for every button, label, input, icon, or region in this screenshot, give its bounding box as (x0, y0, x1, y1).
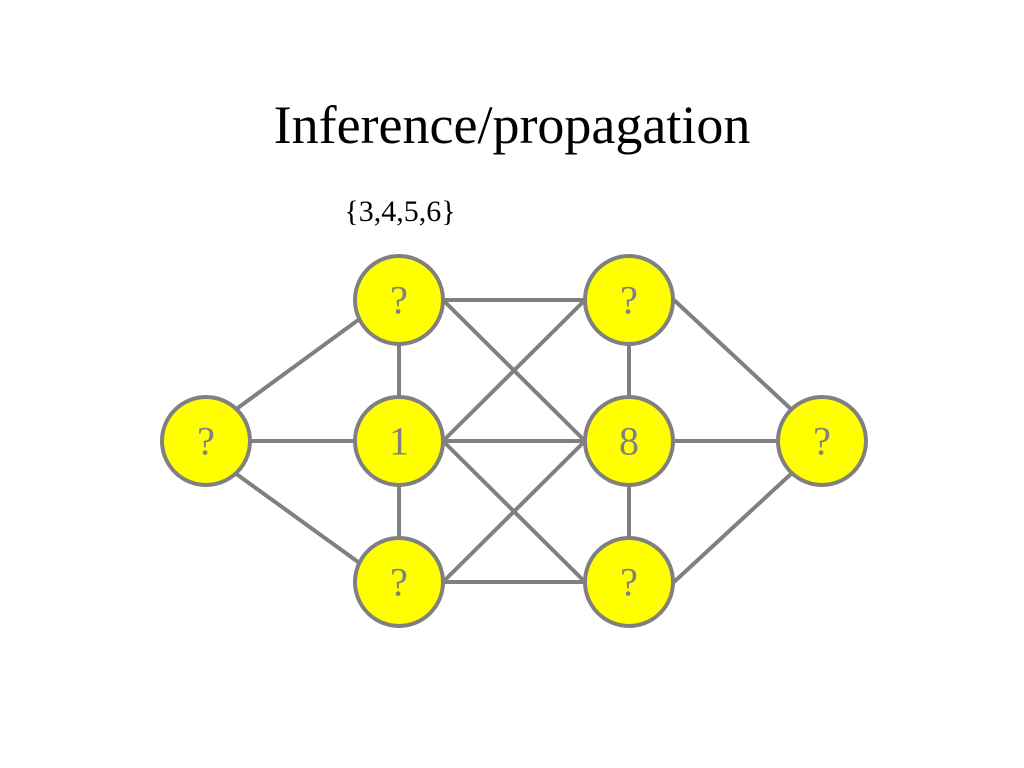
node-right-center: 8 (583, 395, 675, 487)
domain-annotation: {3,4,5,6} (344, 195, 456, 228)
edge-mid-bottom-to-right-center (441, 439, 587, 584)
node-left-circle (160, 395, 252, 487)
node-right-bottom-circle (583, 536, 675, 628)
node-left-label: ? (197, 419, 215, 464)
node-mid-center: 1 (353, 395, 445, 487)
node-left: ? (160, 395, 252, 487)
node-mid-top-label: ? (390, 278, 408, 323)
node-mid-bottom-circle (353, 536, 445, 628)
node-far-right-circle (776, 395, 868, 487)
edge-mid-center-to-right-top (441, 298, 587, 443)
node-mid-center-circle (353, 395, 445, 487)
edge-right-top-to-far-right (672, 298, 794, 412)
node-right-bottom-label: ? (620, 560, 638, 605)
nodes: ? ? 1 ? ? 8 ? (160, 254, 868, 628)
node-right-top-circle (583, 254, 675, 346)
node-mid-top: ? (353, 254, 445, 346)
node-right-top: ? (583, 254, 675, 346)
node-right-top-label: ? (620, 278, 638, 323)
edges (233, 298, 794, 584)
node-mid-center-label: 1 (389, 419, 409, 464)
edge-left-to-mid-top (233, 313, 367, 412)
node-right-bottom: ? (583, 536, 675, 628)
node-right-center-circle (583, 395, 675, 487)
edge-left-to-mid-bottom (233, 471, 367, 569)
node-far-right: ? (776, 395, 868, 487)
node-right-center-label: 8 (619, 419, 639, 464)
node-mid-bottom-label: ? (390, 560, 408, 605)
slide-title: Inference/propagation (273, 95, 751, 155)
node-mid-bottom: ? (353, 536, 445, 628)
node-far-right-label: ? (813, 419, 831, 464)
node-mid-top-circle (353, 254, 445, 346)
edge-right-bottom-to-far-right (672, 471, 794, 584)
